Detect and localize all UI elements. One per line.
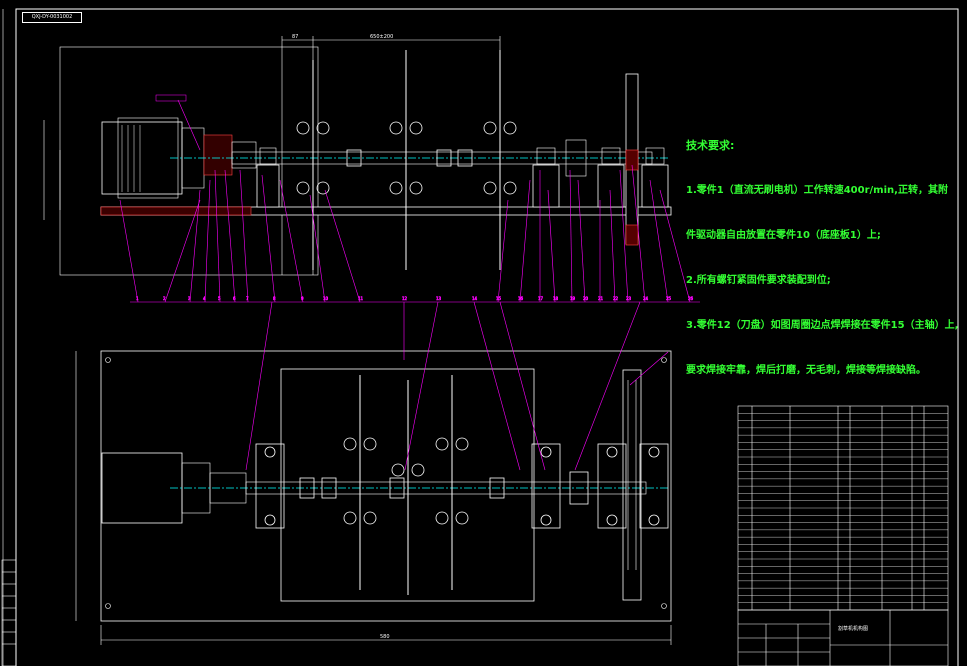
callout-label: 5 <box>218 296 221 301</box>
callout-label: 11 <box>358 296 364 301</box>
callout-label: 20 <box>583 296 589 301</box>
callout-label: 8 <box>273 296 276 301</box>
note-line: 件驱动器自由放置在零件10（底座板1）上; <box>686 230 881 241</box>
callout-label: 12 <box>402 296 408 301</box>
callout-label: 26 <box>688 296 694 301</box>
callout-label: 22 <box>613 296 619 301</box>
callout-label: 3 <box>188 296 191 301</box>
callout-label: 24 <box>643 296 649 301</box>
callout-label: 4 <box>203 296 206 301</box>
svg-text:87: 87 <box>292 34 298 40</box>
drawing-title: 割草机机构图 <box>838 626 869 632</box>
callout-label: 7 <box>246 296 249 301</box>
callout-label: 2 <box>163 296 166 301</box>
title-block <box>737 609 949 666</box>
note-line: 要求焊接牢靠，焊后打磨，无毛刺，焊接等焊接缺陷。 <box>686 365 926 376</box>
drawing-frame <box>15 8 959 666</box>
notes-heading: 技术要求: <box>686 139 735 152</box>
note-line: 3.零件12（刀盘）如图周圈边点焊焊接在零件15（主轴）上, <box>686 320 959 331</box>
callout-label: 1 <box>136 296 139 301</box>
callout-label: 25 <box>666 296 672 301</box>
callout-label: 16 <box>518 296 524 301</box>
callout-label: 14 <box>472 296 478 301</box>
plan-view: 580 <box>75 301 672 645</box>
drawing-number: QXJ-DY-0031002 <box>22 12 82 23</box>
front-view: 650±200 87 <box>43 34 700 303</box>
callout-label: 21 <box>598 296 604 301</box>
callout-label: 10 <box>323 296 329 301</box>
callout-label: 23 <box>626 296 632 301</box>
svg-text:580: 580 <box>380 634 390 640</box>
note-line: 1.零件1（直流无刷电机）工作转速400r/min,正转，其附 <box>686 185 948 196</box>
left-revision-blocks <box>1 559 17 666</box>
callout-label: 13 <box>436 296 442 301</box>
note-line: 2.所有螺钉紧固件要求装配到位; <box>686 275 831 286</box>
callout-label: 17 <box>538 296 544 301</box>
callout-label: 6 <box>233 296 236 301</box>
callout-label: 18 <box>553 296 559 301</box>
technical-requirements: 技术要求: 1.零件1（直流无刷电机）工作转速400r/min,正转，其附 件驱… <box>686 108 958 393</box>
svg-text:650±200: 650±200 <box>370 34 393 40</box>
callout-label: 9 <box>301 296 304 301</box>
callout-label: 15 <box>496 296 502 301</box>
callout-label: 19 <box>570 296 576 301</box>
